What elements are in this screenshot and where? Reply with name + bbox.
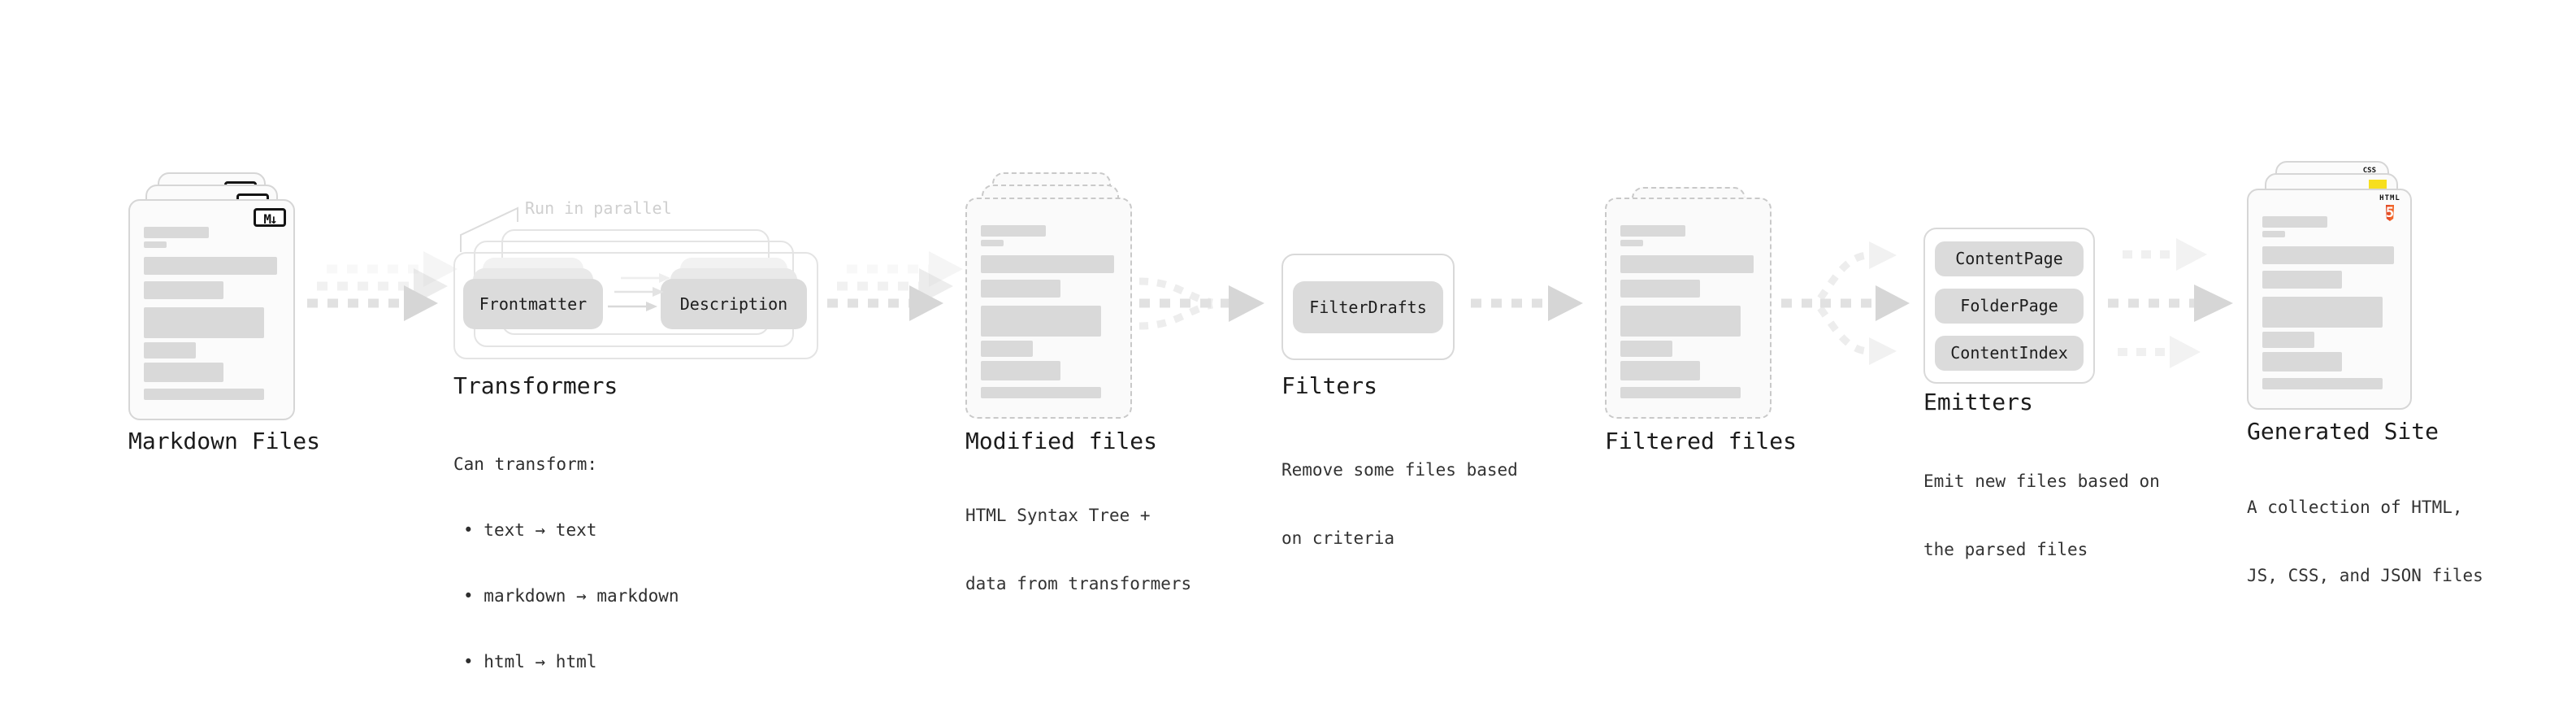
transform-bullet: html → html xyxy=(453,651,679,673)
subtitle-line: on criteria xyxy=(1281,528,1395,548)
pipeline-diagram: M↓ M↓ M↓ Markdown Files Run in parallel … xyxy=(0,0,2576,681)
stage-label-modified-files: Modified files xyxy=(965,428,1158,454)
contentpage-node-label: ContentPage xyxy=(1955,249,2063,268)
subtitle-line: A collection of HTML, xyxy=(2247,498,2463,517)
subtitle-line: data from transformers xyxy=(965,574,1192,593)
filters-subtitle: Remove some files based on criteria xyxy=(1281,413,1518,595)
arrow-filters-to-filtered xyxy=(1471,285,1583,321)
contentindex-node: ContentIndex xyxy=(1935,335,2084,371)
emitters-subtitle: Emit new files based on the parsed files xyxy=(1923,424,2160,606)
file-content-placeholder xyxy=(2262,216,2396,389)
transformers-note-heading: Can transform: xyxy=(453,454,598,474)
transformer-run-box xyxy=(453,252,818,359)
generated-html-file-card: HTML 5 xyxy=(2247,189,2412,410)
parallel-mini-arrows xyxy=(608,273,670,311)
generated-site-subtitle: A collection of HTML, JS, CSS, and JSON … xyxy=(2247,450,2483,632)
javascript-icon xyxy=(2369,180,2387,191)
transform-bullet: text → text xyxy=(453,519,679,541)
html5-icon-word: HTML xyxy=(2379,194,2400,202)
arrow-modified-to-filters xyxy=(1138,277,1264,330)
subtitle-line: HTML Syntax Tree + xyxy=(965,506,1151,525)
arrow-transformers-to-modified xyxy=(827,251,963,321)
folderpage-node-label: FolderPage xyxy=(1960,296,2058,315)
html5-icon: HTML 5 xyxy=(2377,194,2403,224)
file-content-placeholder xyxy=(1620,225,1756,398)
modified-files-subtitle: HTML Syntax Tree + data from transformer… xyxy=(965,458,1191,641)
subtitle-line: JS, CSS, and JSON files xyxy=(2247,566,2483,585)
filterdrafts-node-label: FilterDrafts xyxy=(1309,297,1427,317)
file-content-placeholder xyxy=(981,225,1117,398)
markdown-icon: M↓ xyxy=(254,208,286,227)
stage-label-emitters: Emitters xyxy=(1923,389,2033,415)
emitters-panel: ContentPage FolderPage ContentIndex xyxy=(1923,228,2095,384)
stage-label-transformers: Transformers xyxy=(453,372,618,399)
markdown-file-card: M↓ xyxy=(128,199,295,420)
run-in-parallel-note: Run in parallel xyxy=(525,198,672,218)
stage-label-markdown-files: Markdown Files xyxy=(128,428,321,454)
subtitle-line: Remove some files based xyxy=(1281,460,1518,480)
frontmatter-node-label: Frontmatter xyxy=(479,294,588,314)
run-in-parallel-leader-line xyxy=(460,206,518,252)
transformers-note: Can transform: text → text markdown → ma… xyxy=(453,410,679,717)
modified-file-card xyxy=(965,198,1132,419)
filterdrafts-node: FilterDrafts xyxy=(1293,280,1443,333)
description-node-label: Description xyxy=(679,294,788,314)
file-content-placeholder xyxy=(144,227,280,400)
description-node: Description xyxy=(661,279,807,329)
flow-arrows-layer xyxy=(307,206,2233,368)
transform-bullet: markdown → markdown xyxy=(453,585,679,607)
html5-icon-shield: 5 xyxy=(2385,205,2395,221)
filters-panel: FilterDrafts xyxy=(1281,254,1455,360)
stage-label-generated-site: Generated Site xyxy=(2247,418,2439,445)
contentindex-node-label: ContentIndex xyxy=(1950,343,2068,363)
arrow-markdown-to-transformers xyxy=(307,251,458,321)
frontmatter-node: Frontmatter xyxy=(463,279,603,329)
stage-label-filters: Filters xyxy=(1281,372,1378,399)
arrow-emitters-to-generated xyxy=(2108,238,2233,368)
arrow-filtered-to-emitters xyxy=(1781,241,1910,365)
subtitle-line: the parsed files xyxy=(1923,540,2088,559)
filtered-file-card xyxy=(1605,198,1772,419)
subtitle-line: Emit new files based on xyxy=(1923,471,2160,491)
stage-label-filtered-files: Filtered files xyxy=(1605,428,1798,454)
folderpage-node: FolderPage xyxy=(1935,288,2084,324)
contentpage-node: ContentPage xyxy=(1935,241,2084,276)
